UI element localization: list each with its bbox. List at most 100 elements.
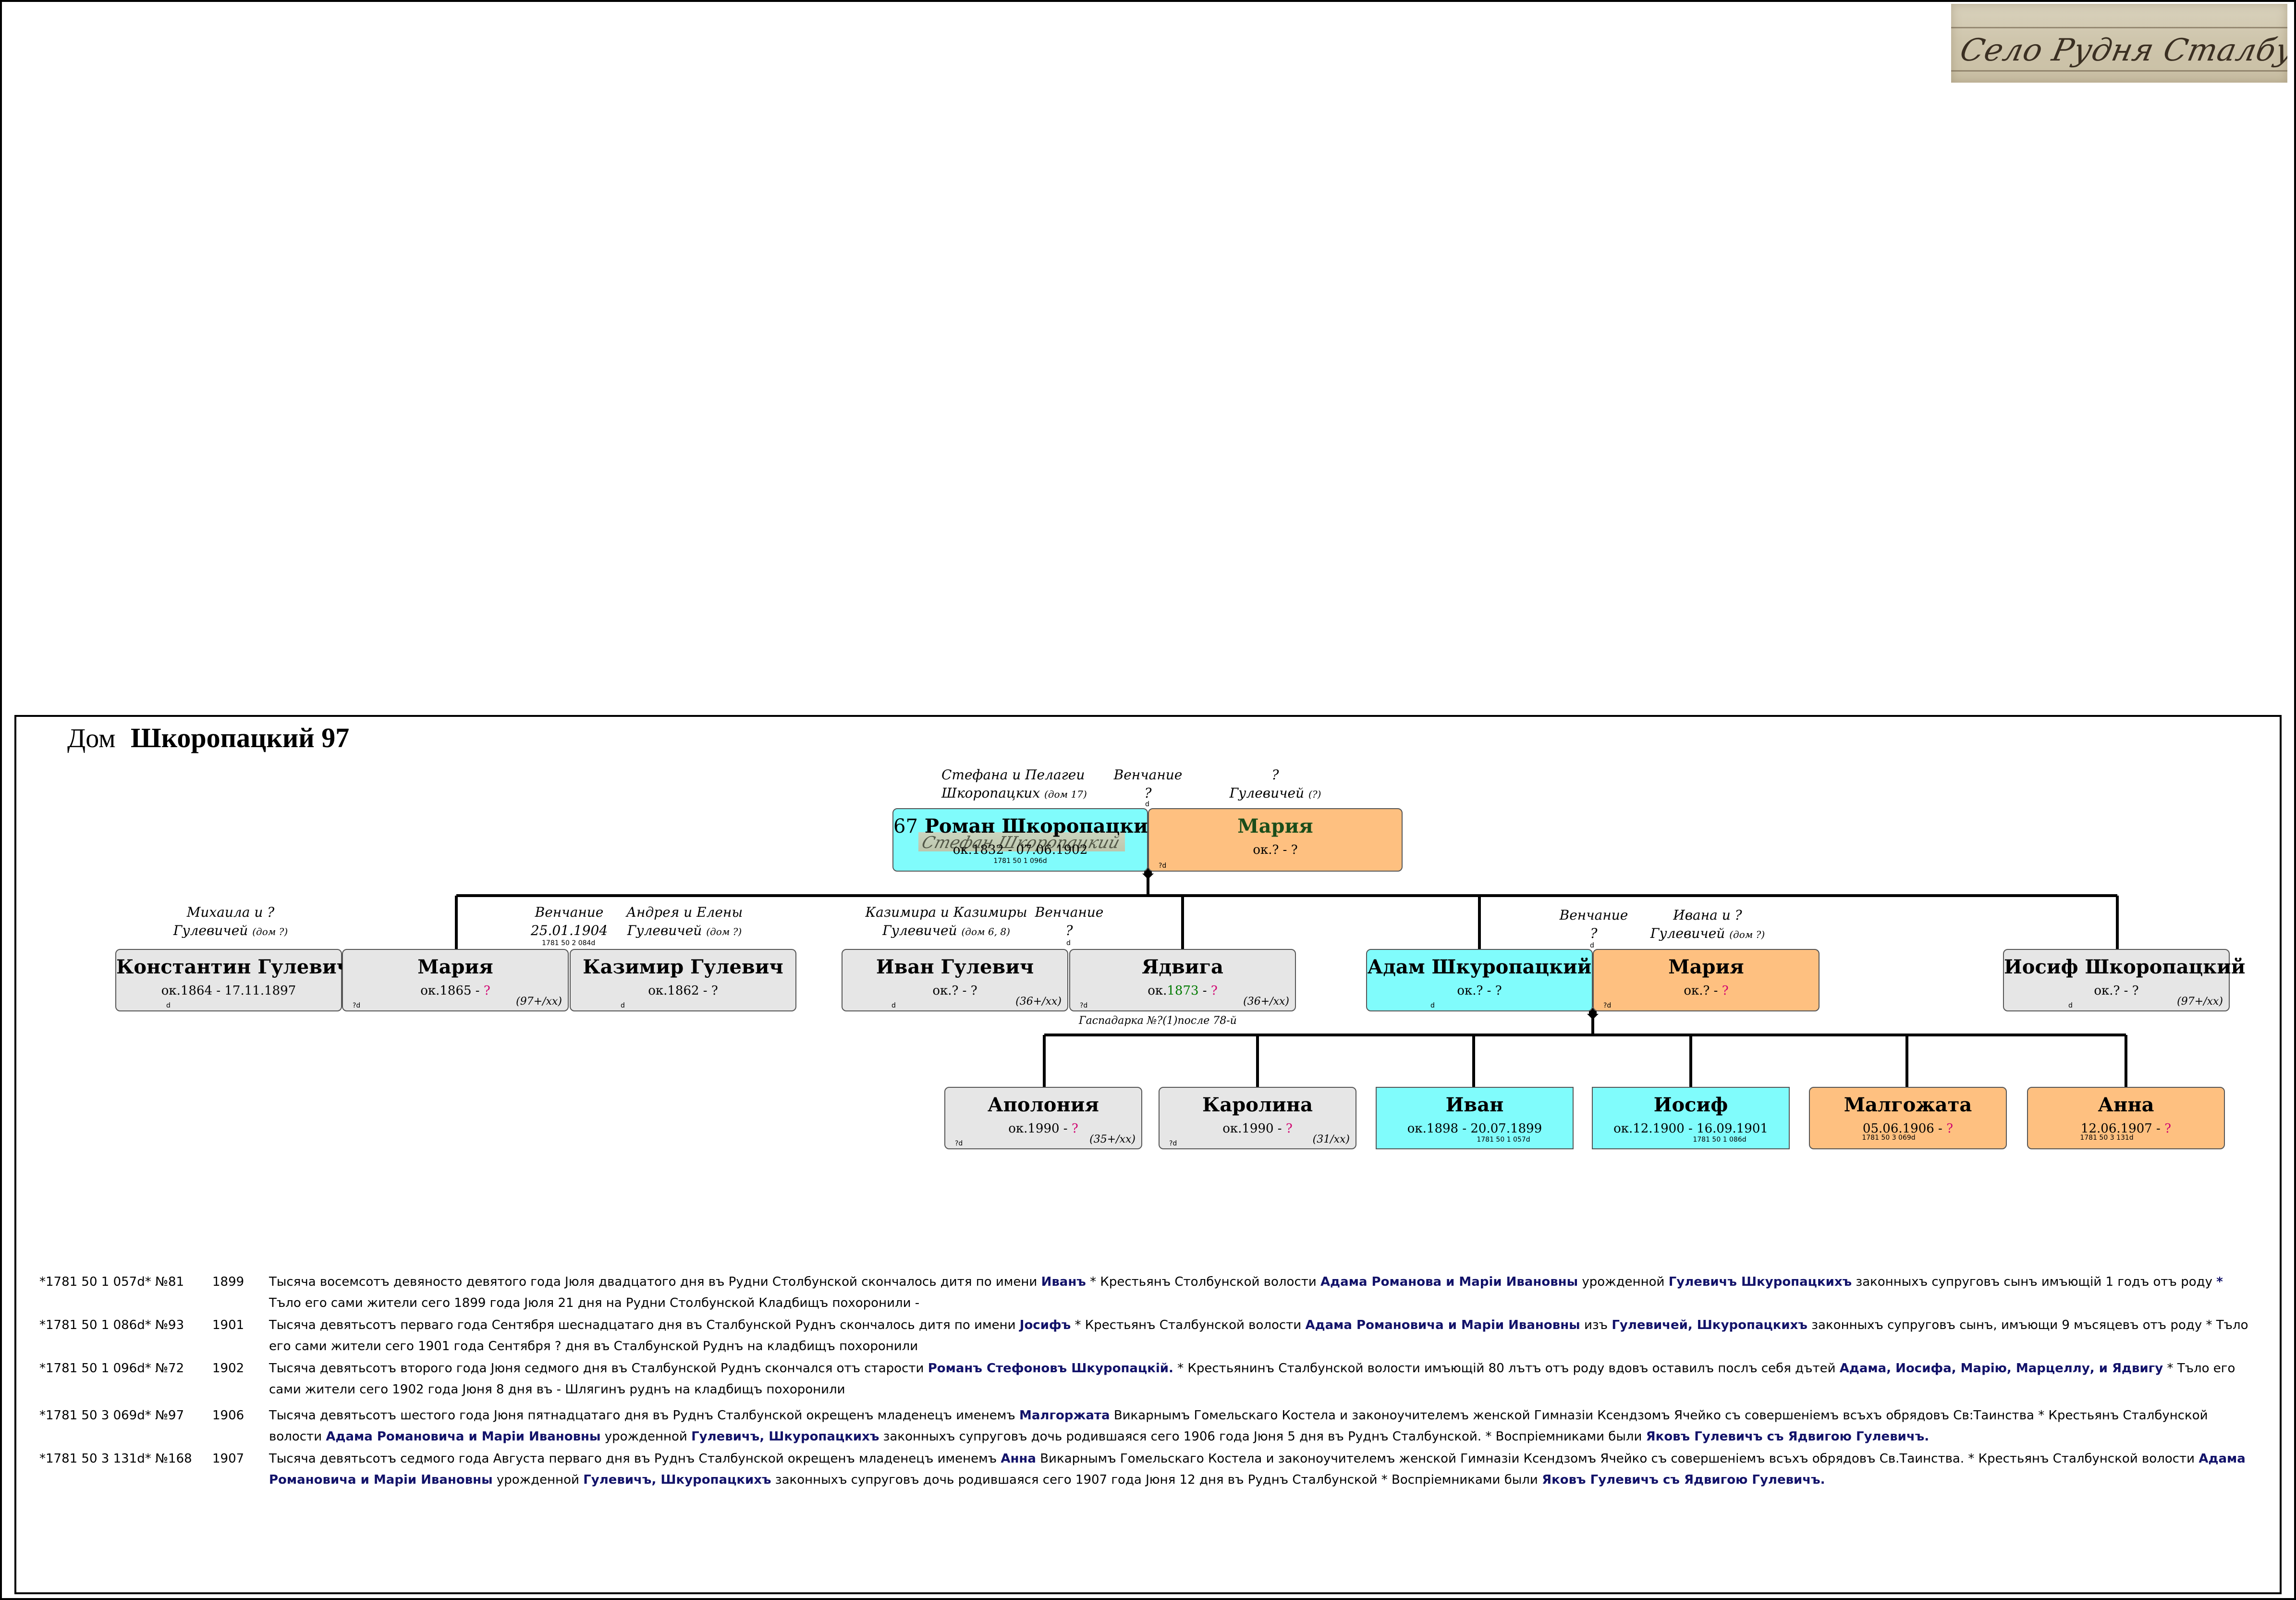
jadwiga-wedding-note: Венчание ? [1031, 903, 1108, 940]
person-mark: d [2068, 1002, 2073, 1009]
person-count: (97+/xx) [516, 996, 562, 1008]
tree-frame [14, 715, 2282, 1594]
house-title: Шкоропацкий 97 [131, 722, 350, 753]
person-mark: d [892, 1002, 896, 1009]
house-label: Дом [67, 724, 116, 753]
person-name: Казимир Гулевич [583, 956, 783, 978]
dates-unknown: ? [483, 984, 490, 998]
record-id: *1781 50 1 086d* №93 [39, 1318, 184, 1332]
person-name: Мария [417, 956, 493, 978]
ivan-g-parents-line1: Казимира и Казимиры [865, 904, 1027, 920]
person-malgozhata[interactable]: Малгожата 05.06.1906 - ? 1781 50 3 069d [1809, 1087, 2007, 1149]
maria-k-wedding-label: Венчание [535, 904, 604, 920]
person-apolonia[interactable]: Аполония ок.1990 - ? ?d (35+/xx) [944, 1087, 1142, 1149]
konstantin-parents-note: Михаила и ? Гулевичей (дом ?) [161, 903, 300, 941]
person-kazimir[interactable]: Казимир Гулевич ок.1862 - ? d [570, 949, 796, 1011]
maria-a-parents-line2: Гулевичей [1650, 925, 1725, 941]
person-karolina[interactable]: Каролина ок.1990 - ? ?d (31/xx) [1159, 1087, 1356, 1149]
person-ref: 1781 50 1 057d [1477, 1136, 1530, 1144]
person-name: Иосиф Шкоропацкий [2004, 956, 2246, 978]
person-name: Аполония [988, 1094, 1099, 1116]
person-name: Мария [1237, 815, 1313, 837]
person-count: (35+/xx) [1089, 1133, 1136, 1145]
person-konstantin[interactable]: Константин Гулевич ок.1864 - 17.11.1897 … [115, 949, 351, 1011]
person-mark: ?d [1159, 862, 1167, 870]
jadwiga-household-note: Гаспадарка №?(1)после 78-й [1079, 1015, 1237, 1027]
person-josif-shkoropatsky[interactable]: Иосиф Шкоропацкий ок.? - ? d (97+/xx) [2003, 949, 2246, 1011]
person-josif-child[interactable]: Иосиф ок.12.1900 - 16.09.1901 1781 50 1 … [1592, 1087, 1790, 1149]
person-adam[interactable]: Адам Шкуропацкий ок.? - ? d [1366, 949, 1593, 1011]
ivan-g-parents-note: Казимира и Казимиры Гулевичей (дом 6, 8) [865, 903, 1028, 941]
ivan-g-parents-line2: Гулевичей [882, 923, 957, 938]
kazimir-parents-house: (дом ?) [706, 926, 742, 937]
person-mark: ?d [1169, 1140, 1177, 1147]
dates-unknown: ? [1285, 1121, 1293, 1136]
person-ref: 1781 50 1 086d [1693, 1136, 1746, 1144]
maria-k-wedding-date: 25.01.1904 [530, 923, 608, 938]
person-anna[interactable]: Анна 12.06.1907 - ? 1781 50 3 131d [2027, 1087, 2225, 1149]
record-year: 1906 [212, 1408, 244, 1423]
person-count: (97+/xx) [2177, 996, 2223, 1008]
record-text: Тысяча восемсотъ девяносто девятого года… [269, 1275, 2223, 1310]
person-maria-kazimir-wife[interactable]: Мария ок.1865 - ? ?d (97+/xx) [342, 949, 569, 1011]
adam-wedding-date: ? [1590, 925, 1598, 941]
adam-wedding-note: Венчание ? [1555, 906, 1632, 943]
person-name: Адам Шкуропацкий [1367, 956, 1592, 978]
person-dates: ок.1865 - ? [343, 984, 568, 998]
roman-wedding-date: ? [1144, 785, 1152, 801]
person-dates: ок.12.1900 - 16.09.1901 [1613, 1121, 1768, 1136]
person-jadwiga[interactable]: Ядвига ок.1873 - ? ?d (36+/xx) [1069, 949, 1296, 1011]
record-id: *1781 50 3 069d* №97 [39, 1408, 184, 1423]
maria-a-parents-house: (дом ?) [1729, 929, 1765, 940]
record-id: *1781 50 1 096d* №72 [39, 1361, 184, 1376]
person-mark: d [1430, 1002, 1435, 1009]
ivan-g-parents-house: (дом 6, 8) [961, 926, 1010, 937]
person-dates: ок.1990 - ? [1160, 1121, 1356, 1136]
person-dates: ок.1862 - ? [648, 984, 718, 998]
person-name: Константин Гулевич [116, 956, 351, 978]
jadwiga-wedding-date: ? [1065, 923, 1073, 938]
dates-text: ок.1865 - [420, 984, 484, 998]
dates-unknown: ? [1946, 1121, 1954, 1136]
record-year: 1907 [212, 1452, 244, 1466]
person-ivan-child[interactable]: Иван ок.1898 - 20.07.1899 1781 50 1 057d [1376, 1087, 1574, 1149]
maria-r-parents-house: (?) [1308, 788, 1321, 800]
record-year: 1902 [212, 1361, 244, 1376]
person-dates: ок.1873 - ? [1070, 984, 1295, 998]
kazimir-parents-note: Андрея и Елены Гулевичей (дом ?) [620, 903, 749, 941]
dates-unknown: ? [1722, 984, 1729, 998]
person-ivan-gulevich[interactable]: Иван Гулевич ок.? - ? d (36+/xx) [842, 949, 1068, 1011]
maria-k-wedding-note: Венчание 25.01.1904 [528, 903, 610, 940]
person-name: Роман Шкоропацкий [924, 815, 1162, 837]
konstantin-parents-house: (дом ?) [252, 926, 288, 937]
person-name: Иван Гулевич [876, 956, 1034, 978]
person-roman[interactable]: Стефан Шкоропацкий 67 Роман Шкоропацкий … [892, 808, 1162, 872]
maria-a-parents-note: Ивана и ? Гулевичей (дом ?) [1643, 906, 1772, 944]
person-number: 67 [893, 815, 918, 837]
person-mark: d [621, 1002, 625, 1009]
maria-a-parents-line1: Ивана и ? [1673, 907, 1742, 923]
person-maria-roman-wife[interactable]: Мария ок.? - ? ?d [1148, 808, 1403, 872]
konstantin-parents-line2: Гулевичей [173, 923, 248, 938]
record-id: *1781 50 3 131d* №168 [39, 1452, 192, 1466]
record-id: *1781 50 1 057d* №81 [39, 1275, 184, 1289]
adam-wedding-mark: d [1590, 942, 1594, 949]
person-dates: 12.06.1907 - ? [2028, 1121, 2224, 1136]
dates-text: 12.06.1907 - [2080, 1121, 2165, 1136]
roman-wedding-label: Венчание [1113, 767, 1183, 783]
person-dates: ок.? - ? [932, 984, 977, 998]
jadwiga-wedding-mark: d [1066, 939, 1071, 947]
dates-unknown: ? [1210, 984, 1218, 998]
dates-unknown: ? [1071, 1121, 1078, 1136]
person-name: Иосиф [1653, 1094, 1728, 1116]
person-ref: 1781 50 3 069d [1862, 1134, 1916, 1142]
record-year: 1899 [212, 1275, 244, 1289]
person-count: (36+/xx) [1243, 996, 1289, 1008]
dates-sep: - [1198, 984, 1211, 998]
person-dates: ок.1898 - 20.07.1899 [1407, 1121, 1542, 1136]
person-maria-adam-wife[interactable]: Мария ок.? - ? ?d [1593, 949, 1820, 1011]
person-dates: ок.1990 - ? [945, 1121, 1141, 1136]
person-ref: 1781 50 1 096d [993, 857, 1047, 865]
roman-wedding-note: Венчание ? [1110, 766, 1186, 802]
